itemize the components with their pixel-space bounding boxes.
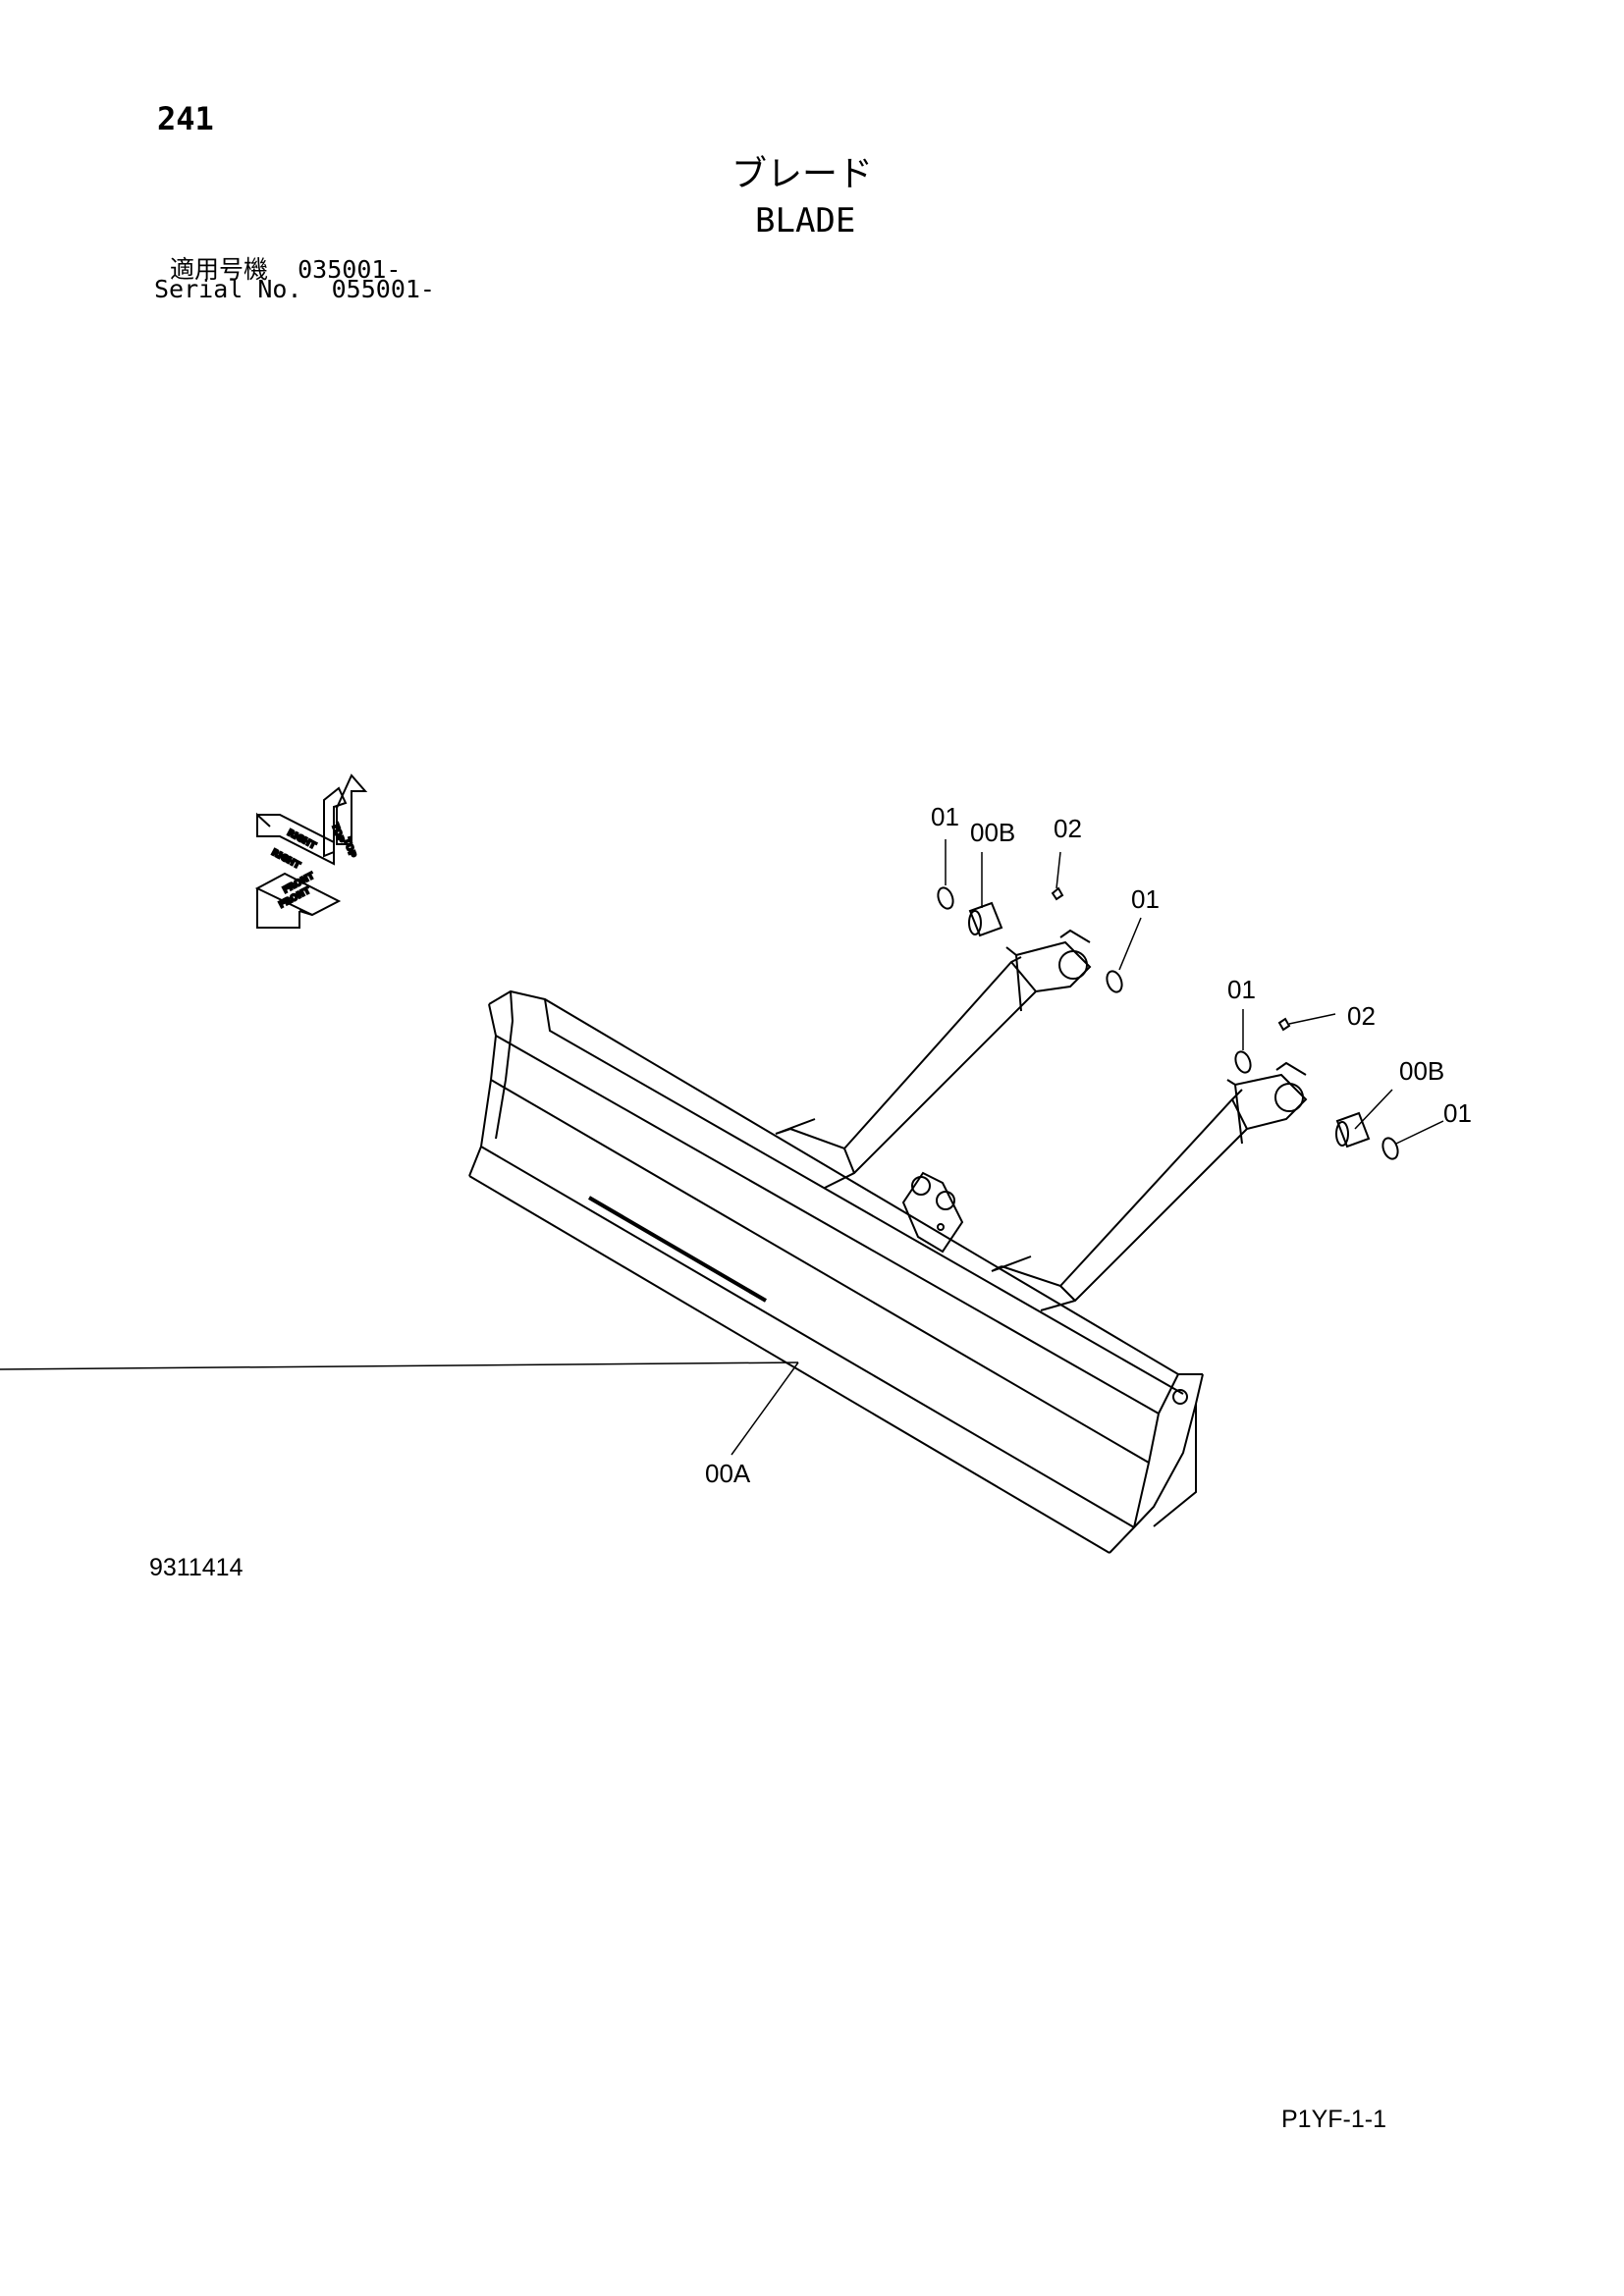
blade-arm-right: [991, 1061, 1308, 1311]
orientation-label-top-shadow: TOP: [341, 837, 357, 860]
callout-01-a: 01: [931, 802, 959, 831]
snap-ring-01-d: [1381, 1137, 1399, 1160]
serial-label-jp: 適用号機: [170, 255, 269, 284]
snap-ring-01-a: [937, 886, 954, 910]
callout-01-c: 01: [1227, 975, 1256, 1004]
snap-ring-01-c: [1234, 1050, 1252, 1074]
page-code: P1YF-1-1: [1281, 2106, 1386, 2133]
blade-part-00a: [468, 989, 1204, 1554]
small-parts: [937, 886, 1399, 1160]
serial-value-2: 055001-: [331, 275, 435, 303]
orientation-icon: RIGHT TOP FRONT RIGHT FRONT TOP: [254, 774, 368, 929]
serial-row-applicable-model: 適用号機 035001-: [170, 250, 401, 286]
bushing-00b-b: [1335, 1111, 1371, 1148]
page-title-japanese: ブレード: [731, 154, 874, 194]
grease-fitting-02-a: [1051, 886, 1064, 901]
bushing-00b-a: [968, 901, 1003, 937]
serial-row-serial-number: Serial No. 055001-: [154, 275, 435, 303]
leader-lines: [0, 839, 1444, 1456]
page-number: 241: [157, 100, 214, 137]
callout-02-a: 02: [1054, 814, 1082, 843]
callout-00b-a: 00B: [970, 818, 1015, 847]
callout-00b-b: 00B: [1399, 1056, 1444, 1086]
callout-00a: 00A: [705, 1459, 751, 1488]
callout-02-b: 02: [1347, 1001, 1376, 1031]
grease-fitting-02-b: [1277, 1017, 1291, 1032]
orientation-label-right-shadow: RIGHT: [270, 848, 302, 872]
snap-ring-01-b: [1106, 970, 1123, 993]
serial-label-en: Serial No.: [154, 275, 302, 303]
callout-01-b: 01: [1131, 884, 1160, 914]
figure-number: 9311414: [149, 1554, 244, 1581]
page-title-english: BLADE: [755, 201, 856, 240]
callout-01-d: 01: [1443, 1098, 1472, 1128]
blade-arm-left: [775, 929, 1092, 1254]
serial-value-1: 035001-: [298, 255, 402, 284]
